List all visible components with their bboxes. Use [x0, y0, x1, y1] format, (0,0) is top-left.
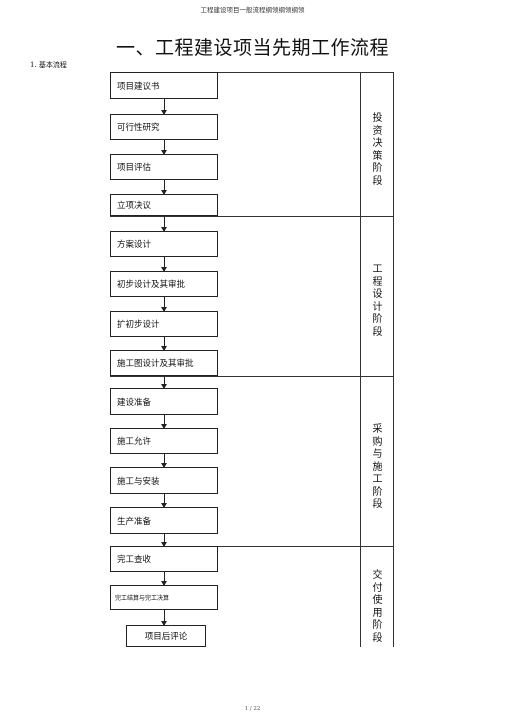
step-completion-acceptance: 完工查收	[110, 546, 218, 572]
stage-label: 交付使用阶段	[372, 570, 383, 644]
flow-arrow	[161, 454, 167, 468]
page-title: 一、工程建设项当先期工作流程	[115, 37, 389, 59]
step-expanded-design: 扩初步设计	[110, 311, 218, 337]
step-final-settlement: 完工结算与完工决算	[110, 585, 218, 610]
flow-arrow	[161, 216, 167, 232]
stage-column-divider	[360, 72, 361, 647]
step-post-evaluation: 项目后评论	[126, 625, 206, 647]
flow-arrow	[161, 610, 167, 626]
step-project-evaluation: 项目评估	[110, 154, 218, 180]
stage-procurement-construction: 采购与施工阶段	[361, 424, 394, 512]
flow-arrow	[161, 376, 167, 389]
stage-divider-2	[110, 376, 394, 377]
step-feasibility-study: 可行性研究	[110, 114, 218, 140]
step-scheme-design: 方案设计	[110, 231, 218, 257]
flow-arrow	[161, 337, 167, 351]
step-project-proposal: 项目建议书	[110, 72, 218, 99]
page-number: 1 / 22	[244, 706, 261, 712]
step-construction-installation: 施工与安装	[110, 467, 218, 494]
step-construction-preparation: 建设准备	[110, 388, 218, 415]
stage-label: 采购与施工阶段	[372, 424, 383, 510]
step-project-approval: 立项决议	[110, 194, 218, 216]
flow-arrow	[161, 99, 167, 115]
stage-divider-1	[110, 216, 394, 217]
flow-arrow	[161, 140, 167, 155]
flow-arrow	[161, 415, 167, 429]
step-production-preparation: 生产准备	[110, 507, 218, 534]
section-heading: 1. 基本流程	[30, 61, 67, 69]
step-construction-drawing-design: 施工图设计及其审批	[110, 350, 218, 376]
step-preliminary-design: 初步设计及其审批	[110, 271, 218, 297]
flow-arrow	[161, 257, 167, 272]
stage-label: 投资决策阶段	[372, 113, 383, 187]
flow-arrow	[161, 494, 167, 508]
step-construction-permit: 施工允许	[110, 428, 218, 454]
flow-arrow	[161, 572, 167, 586]
stage-divider-3	[110, 546, 394, 547]
flow-arrow	[161, 180, 167, 195]
running-header: 工程建设项目一般流程纲领纲领纲领	[200, 6, 305, 14]
flow-arrow	[161, 534, 167, 547]
flow-arrow	[161, 297, 167, 312]
stage-investment-decision: 投资决策阶段	[361, 113, 394, 188]
stage-delivery: 交付使用阶段	[361, 570, 394, 645]
stage-label: 工程设计阶段	[372, 264, 383, 338]
stage-engineering-design: 工程设计阶段	[361, 264, 394, 339]
flowchart-frame	[110, 72, 394, 647]
